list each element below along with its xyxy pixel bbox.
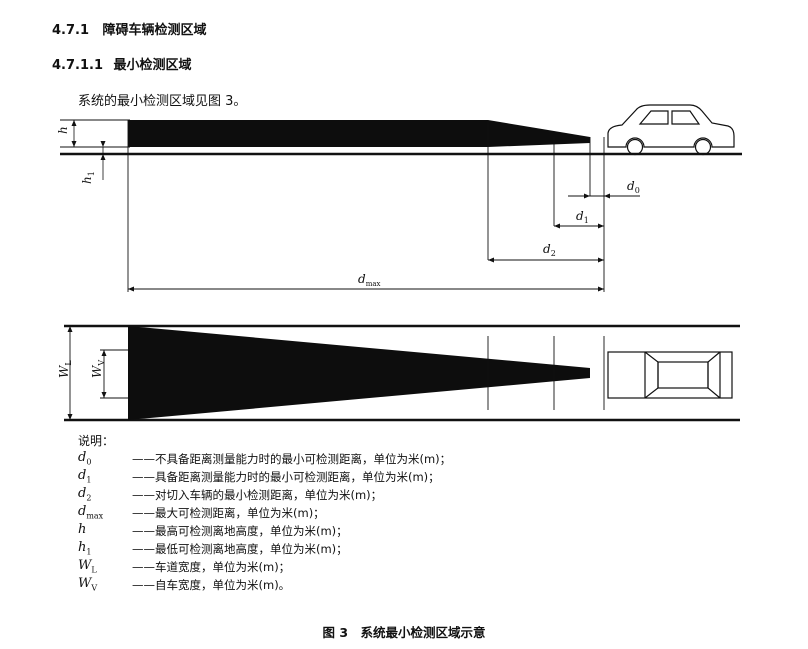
legend-symbol-main: W — [78, 576, 92, 591]
car-side-icon — [607, 104, 735, 156]
legend-symbol: h — [78, 522, 130, 539]
legend-symbol-sub: max — [86, 511, 104, 521]
label-wv: WV — [90, 360, 106, 378]
label-h: h — [56, 126, 70, 134]
section-number: 4.7.1 — [52, 23, 90, 38]
legend-symbol-sub: 0 — [86, 457, 92, 467]
legend-description: ——最高可检测离地高度，单位为米(m)； — [132, 524, 348, 538]
label-wl: WL — [57, 360, 73, 378]
legend-symbol: dmax — [78, 504, 130, 521]
legend-symbol-main: d — [78, 450, 87, 465]
legend-description: ——最低可检测离地高度，单位为米(m)； — [132, 542, 348, 556]
detection-beam-top — [128, 326, 590, 420]
section-title: 障碍车辆检测区域 — [102, 23, 207, 38]
legend-symbol: WV — [78, 576, 130, 593]
legend-description: ——具备距离测量能力时的最小可检测距离，单位为米(m)； — [132, 470, 440, 484]
car-top-icon — [607, 351, 733, 399]
section-heading-4-7-1: 4.7.1 障碍车辆检测区域 — [52, 19, 207, 38]
legend-symbol-sub: 1 — [86, 547, 92, 557]
figure-caption: 图 3 系统最小检测区域示意 — [322, 625, 486, 640]
legend-symbol: h1 — [78, 540, 130, 557]
legend-symbol: d1 — [78, 468, 130, 485]
legend-title: 说明： — [78, 434, 115, 448]
label-dmax: dmax — [358, 272, 380, 288]
detection-area-figure: h h1 d0 d1 d2 — [56, 104, 742, 422]
legend-description: ——自车宽度，单位为米(m)。 — [132, 578, 291, 592]
legend-symbol-main: h — [78, 522, 87, 537]
legend-symbol-sub: L — [91, 565, 97, 575]
legend-symbol-main: d — [78, 468, 87, 483]
legend-symbol-sub: V — [91, 583, 98, 593]
legend-symbol-main: d — [78, 504, 87, 519]
legend-symbol-main: h — [78, 540, 87, 555]
legend-description: ——车道宽度，单位为米(m)； — [132, 560, 291, 574]
legend-symbol-sub: 1 — [86, 475, 92, 485]
legend-symbol-sub: 2 — [86, 493, 92, 503]
detection-beam-side — [128, 120, 590, 147]
legend-symbol: d0 — [78, 450, 130, 467]
legend-description: ——不具备距离测量能力时的最小可检测距离，单位为米(m)； — [132, 452, 452, 466]
label-h1: h1 — [80, 171, 96, 184]
legend-symbol-main: W — [78, 558, 92, 573]
label-d0: d0 — [627, 179, 640, 195]
legend-symbol: WL — [78, 558, 130, 575]
legend-description: ——对切入车辆的最小检测距离，单位为米(m)； — [132, 488, 383, 502]
legend-description: ——最大可检测距离，单位为米(m)； — [132, 506, 325, 520]
label-d1: d1 — [576, 209, 589, 225]
side-view: h h1 d0 d1 d2 — [56, 104, 742, 292]
legend-symbol-main: d — [78, 486, 87, 501]
section-title: 最小检测区域 — [113, 58, 192, 73]
section-heading-4-7-1-1: 4.7.1.1 最小检测区域 — [52, 54, 192, 73]
intro-paragraph: 系统的最小检测区域见图 3。 — [78, 94, 247, 109]
legend-symbol: d2 — [78, 486, 130, 503]
label-d2: d2 — [543, 242, 556, 258]
top-view: WL WV — [57, 324, 740, 422]
section-number: 4.7.1.1 — [52, 58, 103, 73]
